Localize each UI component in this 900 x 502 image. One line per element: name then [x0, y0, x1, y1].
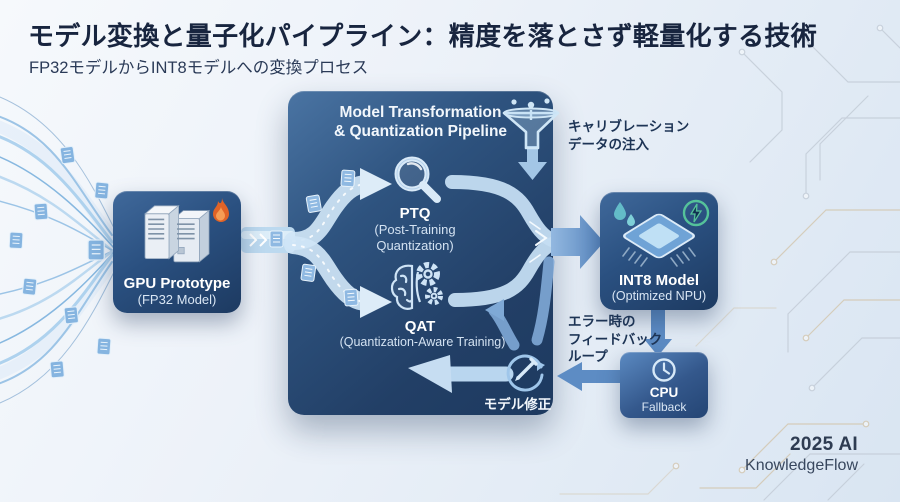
int8-box-subtitle: (Optimized NPU) — [611, 289, 707, 303]
footer-brand: KnowledgeFlow — [745, 457, 858, 474]
pipeline-title: Model Transformation & Quantization Pipe… — [333, 104, 508, 141]
ptq-description: (Post-Training Quantization) — [374, 222, 456, 253]
ptq-label: PTQ — [399, 205, 431, 222]
cpu-box-title: CPU — [649, 385, 679, 400]
model-fix-label: モデル修正 — [483, 397, 552, 412]
droplets-icon — [614, 202, 635, 226]
gpu-box-title: GPU Prototype — [123, 275, 231, 292]
calibration-annotation: キャリブレーション データの注入 — [568, 119, 690, 152]
cpu-box-subtitle: Fallback — [641, 400, 687, 414]
qat-label: QAT — [404, 318, 436, 335]
int8-model-box: INT8 Model (Optimized NPU) — [600, 192, 718, 310]
gpu-box-subtitle: (FP32 Model) — [137, 292, 217, 307]
chip-icon — [622, 213, 696, 267]
flame-icon — [213, 198, 229, 222]
merge-arrow — [551, 215, 604, 269]
cpu-to-fix-arrow — [557, 362, 620, 391]
footer-branding: 2025 AI KnowledgeFlow — [745, 434, 858, 475]
feedback-annotation: エラー時の フィードバック ループ — [568, 314, 663, 365]
qat-description: (Quantization-Aware Training) — [339, 335, 506, 349]
server-towers-icon — [143, 204, 211, 263]
lightning-circle-icon — [682, 199, 710, 227]
footer-year: 2025 AI — [790, 434, 858, 455]
page-subtitle: FP32モデルからINT8モデルへの変換プロセス — [29, 59, 369, 77]
page-title: モデル変換と量子化パイプライン：精度を落とさず軽量化する技術 — [28, 21, 818, 51]
gpu-prototype-box: GPU Prototype (FP32 Model) — [113, 191, 241, 313]
gpu-to-pipeline-stream — [241, 227, 295, 253]
int8-box-title: INT8 Model — [618, 272, 699, 289]
